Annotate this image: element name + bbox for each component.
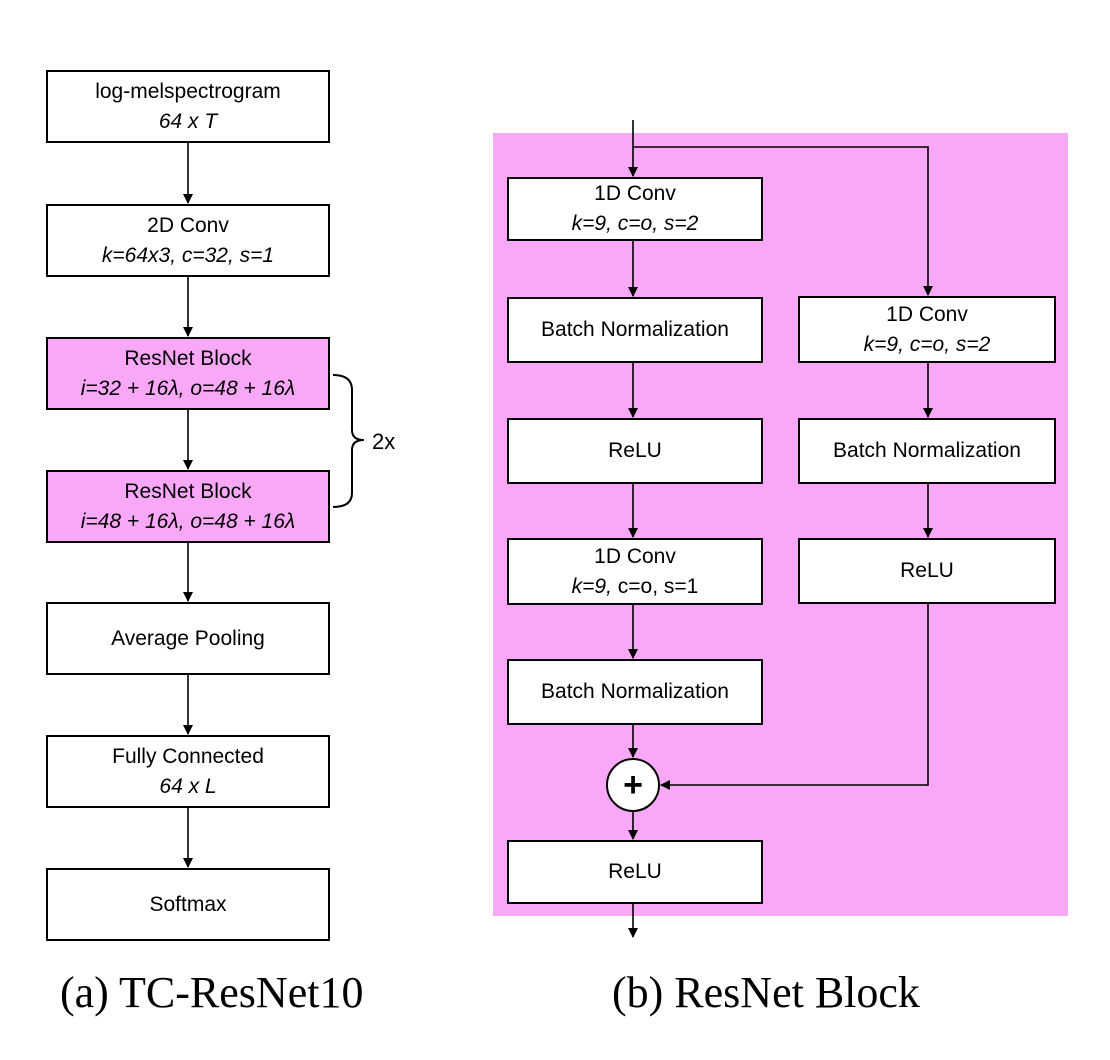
node-params: k=64x3, c=32, s=1 (101, 243, 275, 267)
node-title: ReLU (900, 559, 954, 582)
node-log-melspectrogram: log-melspectrogram 64 x T (46, 70, 330, 143)
node-resnet-block-1: ResNet Block i=32 + 16λ, o=48 + 16λ (46, 337, 330, 410)
node-params: i=48 + 16λ, o=48 + 16λ (80, 509, 296, 533)
caption-a: (a) TC-ResNet10 (60, 968, 364, 1017)
node-resnet-block-2: ResNet Block i=48 + 16λ, o=48 + 16λ (46, 470, 330, 543)
node-main-relu-1: ReLU (507, 418, 763, 484)
node-title: ResNet Block (124, 346, 252, 370)
node-params-kernel: k=9, (571, 574, 612, 598)
node-params-rest: c=o, s=1 (611, 574, 699, 598)
node-title: ReLU (608, 860, 662, 883)
sum-node: + (606, 758, 660, 812)
node-title: 1D Conv (886, 302, 968, 326)
repeat-label: 2x (372, 429, 396, 454)
node-fully-connected: Fully Connected 64 x L (46, 735, 330, 808)
node-main-conv-1: 1D Conv k=9, c=o, s=2 (507, 177, 763, 241)
node-params: k=9, c=o, s=2 (571, 212, 699, 235)
node-params: i=32 + 16λ, o=48 + 16λ (80, 376, 296, 400)
node-2d-conv: 2D Conv k=64x3, c=32, s=1 (46, 204, 330, 277)
repeat-brace (332, 374, 365, 508)
node-title: ResNet Block (124, 479, 252, 503)
node-params: k=9, c=o, s=1 (572, 572, 699, 602)
node-softmax: Softmax (46, 868, 330, 941)
node-shortcut-batchnorm: Batch Normalization (798, 418, 1056, 484)
node-title: ReLU (608, 439, 662, 462)
node-average-pooling: Average Pooling (46, 602, 330, 675)
node-title: Average Pooling (111, 626, 265, 650)
node-shortcut-relu: ReLU (798, 538, 1056, 604)
node-title: Batch Normalization (833, 439, 1021, 462)
node-shortcut-conv: 1D Conv k=9, c=o, s=2 (798, 296, 1056, 363)
node-title: log-melspectrogram (95, 79, 281, 103)
node-params: k=9, c=o, s=2 (863, 332, 991, 356)
node-title: Batch Normalization (541, 318, 729, 341)
caption-b: (b) ResNet Block (612, 968, 920, 1017)
arrow-shortcut-split (633, 146, 933, 296)
node-title: 1D Conv (594, 544, 676, 568)
node-main-batchnorm-1: Batch Normalization (507, 297, 763, 363)
node-title: 2D Conv (147, 213, 229, 237)
arrow-shortcut-merge (660, 604, 929, 790)
node-main-batchnorm-2: Batch Normalization (507, 659, 763, 725)
node-params: 64 x L (159, 774, 217, 798)
node-output-relu: ReLU (507, 840, 763, 904)
node-params: 64 x T (158, 109, 218, 133)
node-title: 1D Conv (594, 182, 676, 205)
node-main-conv-2: 1D Conv k=9, c=o, s=1 (507, 538, 763, 605)
node-title: Batch Normalization (541, 680, 729, 703)
node-title: Fully Connected (112, 744, 264, 768)
node-title: Softmax (149, 892, 227, 916)
